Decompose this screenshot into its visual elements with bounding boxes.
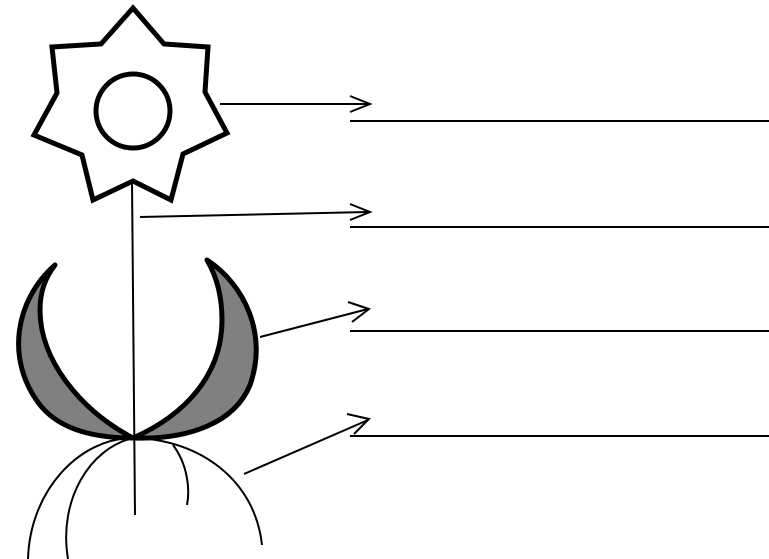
arrow-stem-shaft <box>140 212 368 217</box>
arrow-leaves-shaft <box>260 309 368 337</box>
roots <box>28 438 262 559</box>
root-outer-right <box>135 438 262 545</box>
arrow-roots-shaft <box>244 420 368 474</box>
left-leaf <box>19 265 133 438</box>
flower-head <box>34 8 227 200</box>
root-inner-left <box>66 438 133 559</box>
root-outer-left <box>28 438 133 559</box>
leaves <box>19 260 257 438</box>
flower-center-circle <box>96 74 170 148</box>
right-leaf <box>133 260 256 438</box>
root-short-right <box>173 445 188 505</box>
stem <box>132 181 135 515</box>
